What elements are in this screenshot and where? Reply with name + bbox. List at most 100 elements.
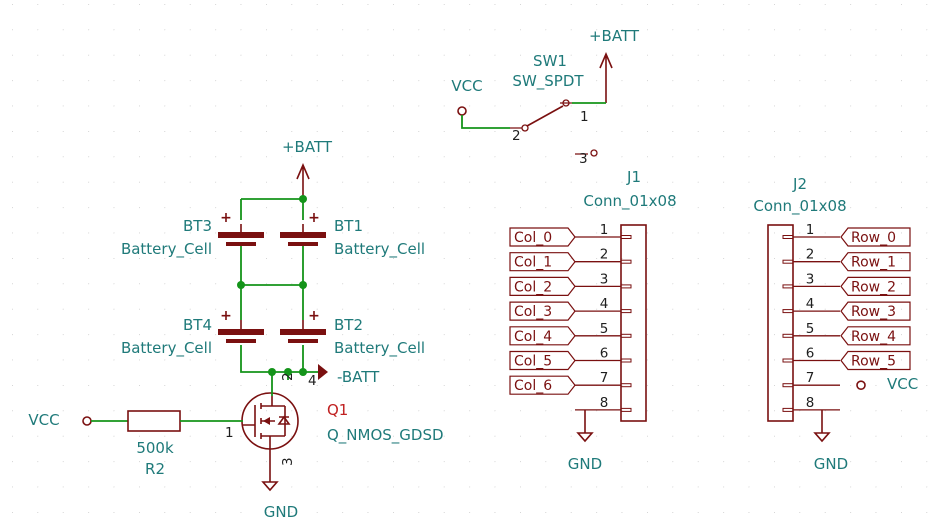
hier-label-col_6: Col_6 [514,378,552,394]
hier-label-col_2: Col_2 [514,279,552,295]
sw1-pin-lines [510,102,588,155]
hier-label-col_4: Col_4 [514,329,552,345]
vcc-j2-label: VCC [887,375,918,393]
hier-label-box [840,252,911,272]
j1-pin-stub [620,235,632,239]
gnd-q1: GND [261,462,298,521]
junction-dot [299,281,307,289]
r2-ref: R2 [145,460,165,478]
hier-label-box [509,227,576,247]
bt4-value: Battery_Cell [121,339,212,358]
hier-label-box [509,252,576,272]
hier-label-row_0: Row_0 [851,230,896,246]
j1-pin-stub [620,407,632,412]
j2-pin-stub [782,358,794,363]
j1-pin-number: 1 [600,222,609,238]
batt-pos-sw-arrow [599,51,613,103]
q1-pin2: 2 [280,372,296,381]
j2-pin-number: 7 [806,370,815,386]
resistor-r2[interactable]: VCC 500k R2 [28,410,243,478]
j1-pin-number: 5 [600,321,609,337]
batt-pos-top-label: +BATT [282,138,333,156]
battery-bt2[interactable]: + BT2 Battery_Cell [280,308,425,358]
gnd-j1-symbol [576,409,594,443]
bt1-ref: BT1 [334,217,363,235]
switch-sw1[interactable]: SW1 SW_SPDT +BATT VCC 2 1 3 [451,27,639,167]
sw1-contact-1 [562,99,570,107]
hier-label-col_5: Col_5 [514,354,552,370]
hier-label-box [840,301,911,321]
j1-pin-number: 7 [600,370,609,386]
batt-pos-sw-label: +BATT [589,27,640,45]
j1-pin-stub [620,259,632,264]
vcc-j2-terminal [856,380,866,391]
j1-pin-stub [620,333,632,338]
j2-pin-number: 6 [806,346,815,362]
j2-pin-number: 1 [806,222,815,238]
j1-ref: J1 [626,168,641,186]
hier-label-row_1: Row_1 [851,255,896,271]
bt3-value: Battery_Cell [121,240,212,259]
hier-label-box [840,276,911,296]
battery-bt1[interactable]: + BT1 Battery_Cell [280,210,425,259]
svg-text:+: + [220,308,232,324]
j2-ref: J2 [792,175,807,193]
hier-label-box [509,375,576,395]
j2-pin-stub [782,284,794,289]
j2-pin-stub [782,407,794,412]
j1-pin-stub [620,358,632,363]
vcc-sw-label: VCC [451,77,482,95]
vcc-left-label: VCC [28,411,59,429]
j1-body [620,224,647,422]
j1-pin-number: 4 [600,296,609,312]
q1-wires [271,372,289,396]
hier-label-row_4: Row_4 [851,329,896,345]
hier-label-box [509,326,576,346]
j2-pin-stub [782,333,794,338]
q1-pin1: 1 [225,425,234,441]
battery-bt4[interactable]: + BT4 Battery_Cell [121,308,264,358]
bt2-value: Battery_Cell [334,339,425,358]
svg-text:+: + [308,210,320,226]
j2-pin-number: 3 [806,271,815,287]
j2-body [767,224,794,422]
j1-pin-number: 8 [600,395,609,411]
q1-pin3: 3 [280,457,296,466]
j1-pin-stub [620,383,632,388]
j2-pin-number: 5 [806,321,815,337]
sw1-contact-2 [521,124,529,132]
hier-label-box [840,350,911,371]
hier-label-box [509,301,576,321]
q1-pin4: 4 [308,373,317,389]
batt-neg-label: -BATT [337,368,380,386]
sw1-lever [526,105,564,127]
battery-bt3[interactable]: + BT3 Battery_Cell [121,210,264,259]
gnd-j2-label: GND [814,455,848,473]
q1-ref: Q1 [327,401,348,419]
hier-label-box [509,350,576,371]
hier-label-col_1: Col_1 [514,255,552,271]
junction-dot [299,368,307,376]
j2-pin-stub [782,383,794,388]
j2-pin-number: 2 [806,247,815,263]
q1-internal [243,396,286,462]
transistor-q1[interactable]: 1 2 4 3 Q1 Q_NMOS_GDSD [225,372,444,466]
j1-pin-number: 3 [600,271,609,287]
svg-text:+: + [308,308,320,324]
batt-pos-top-arrow [296,162,310,199]
j2-value: Conn_01x08 [753,197,846,216]
sw1-wire-vcc [461,115,510,129]
bt1-value: Battery_Cell [334,240,425,259]
j1-pin-number: 6 [600,346,609,362]
j1-pin-stub [620,284,632,289]
connector-j1[interactable]: J1 Conn_01x08 GND 1Col_02Col_13Col_24Col… [509,168,677,473]
sw1-pin3: 3 [579,151,588,167]
hier-label-row_3: Row_3 [851,304,896,320]
bt4-ref: BT4 [183,316,212,334]
hier-label-row_2: Row_2 [851,279,896,295]
j1-pin-number: 2 [600,247,609,263]
hier-label-box [509,276,576,296]
